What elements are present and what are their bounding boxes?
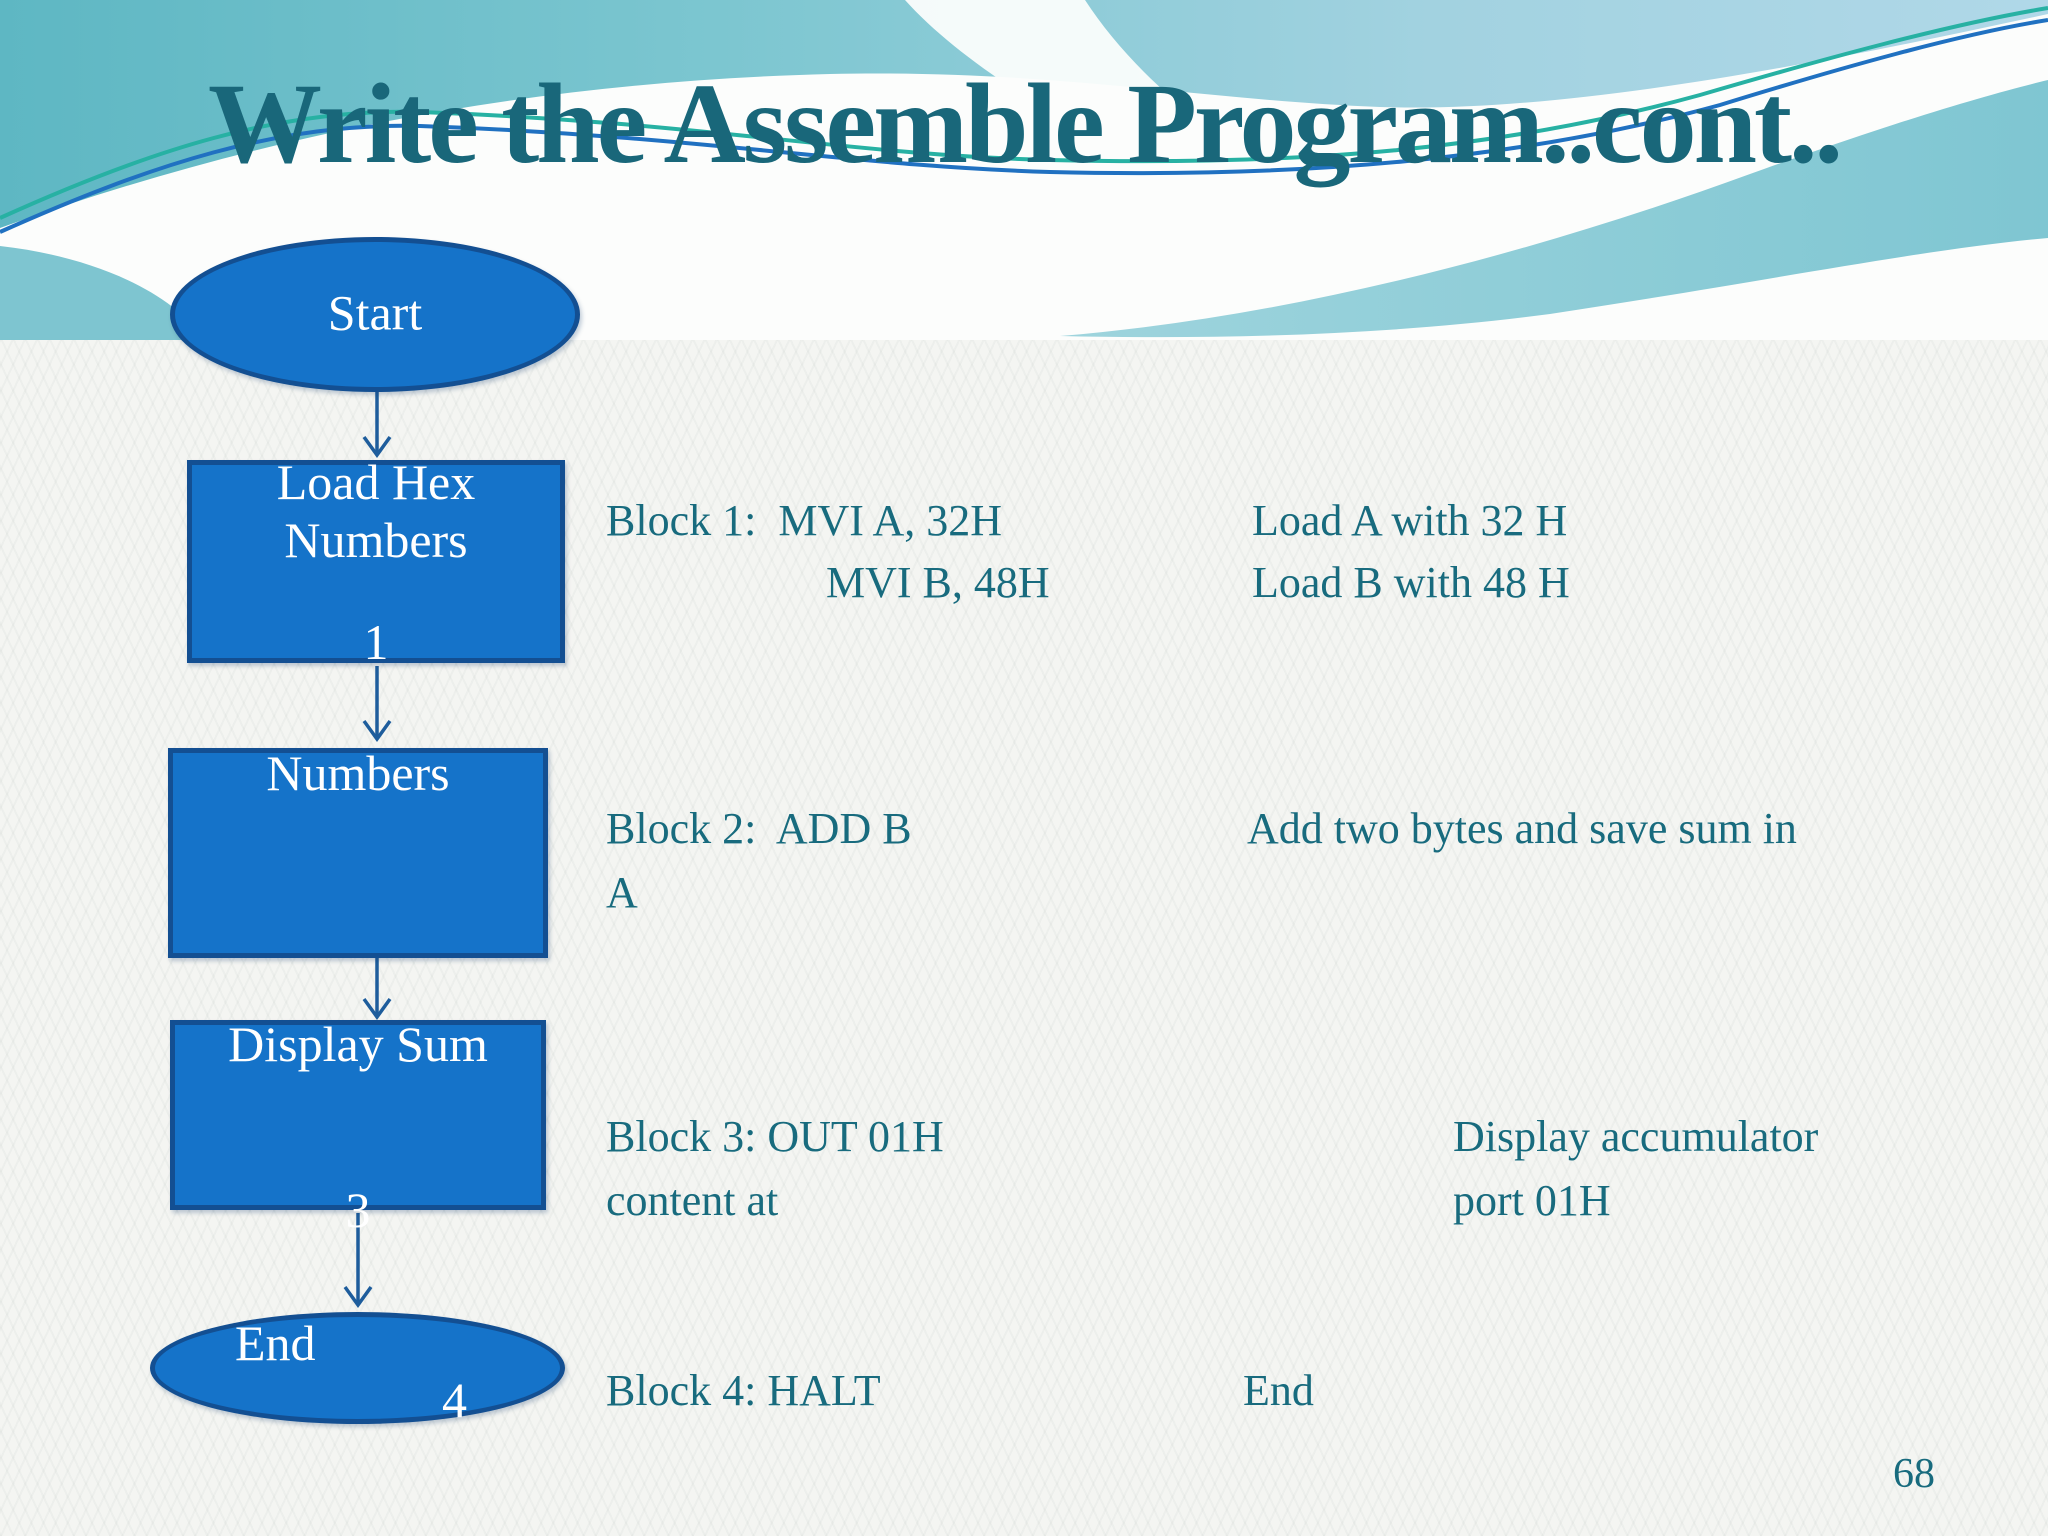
box3-number: 3 <box>345 1182 371 1238</box>
box1-number: 1 <box>363 614 389 670</box>
box3-label: Display Sum <box>228 1016 488 1072</box>
flow-arrow-1 <box>362 392 392 458</box>
box1-label-line2: Numbers <box>284 512 468 568</box>
block1-desc-line1: Load A with 32 H <box>1252 496 1568 545</box>
block3-code-line1: Block 3: OUT 01H <box>606 1112 944 1161</box>
box1-label: Load Hex Numbers <box>192 453 560 569</box>
banner-right-band <box>1060 80 2048 338</box>
slide-title: Write the Assemble Program..cont.. <box>208 60 1843 187</box>
flowchart-start-terminator: Start <box>170 237 580 392</box>
flowchart-box-load-hex: Load Hex Numbers 1 <box>187 454 565 667</box>
block1-code-line2: MVI B, 48H <box>826 558 1050 607</box>
flow-arrow-2 <box>362 666 392 742</box>
start-label: Start <box>327 284 423 341</box>
block1-code-line1: Block 1: MVI A, 32H <box>606 496 1002 545</box>
flowchart-end-terminator: End 4 <box>150 1312 565 1428</box>
flowchart-box-display-sum: Display Sum 3 <box>170 1016 546 1235</box>
block2-desc-line1: Add two bytes and save sum in <box>1247 804 1797 853</box>
flowchart-box-add-numbers: Numbers <box>168 745 548 958</box>
block1-desc-line2: Load B with 48 H <box>1252 558 1570 607</box>
box2-label: Numbers <box>266 745 450 801</box>
block3-desc-line2: port 01H <box>1453 1176 1611 1225</box>
box1-label-line1: Load Hex <box>276 454 476 510</box>
end-number: 4 <box>442 1372 467 1428</box>
block2-code-line2: A <box>606 868 638 917</box>
banner-line-blue-curve <box>0 18 2048 234</box>
page-number: 68 <box>1893 1451 1935 1497</box>
block4-code-line1: Block 4: HALT <box>606 1366 881 1415</box>
block2-code-line1: Block 2: ADD B <box>606 804 912 853</box>
banner-line-green-curve <box>0 6 2048 220</box>
block3-desc-line1: Display accumulator <box>1453 1112 1819 1161</box>
banner-left-wedge <box>0 246 205 340</box>
block3-code-line2: content at <box>606 1176 779 1225</box>
block4-desc-line1: End <box>1243 1366 1314 1415</box>
end-label: End <box>235 1315 316 1371</box>
flow-arrow-3 <box>362 958 392 1020</box>
